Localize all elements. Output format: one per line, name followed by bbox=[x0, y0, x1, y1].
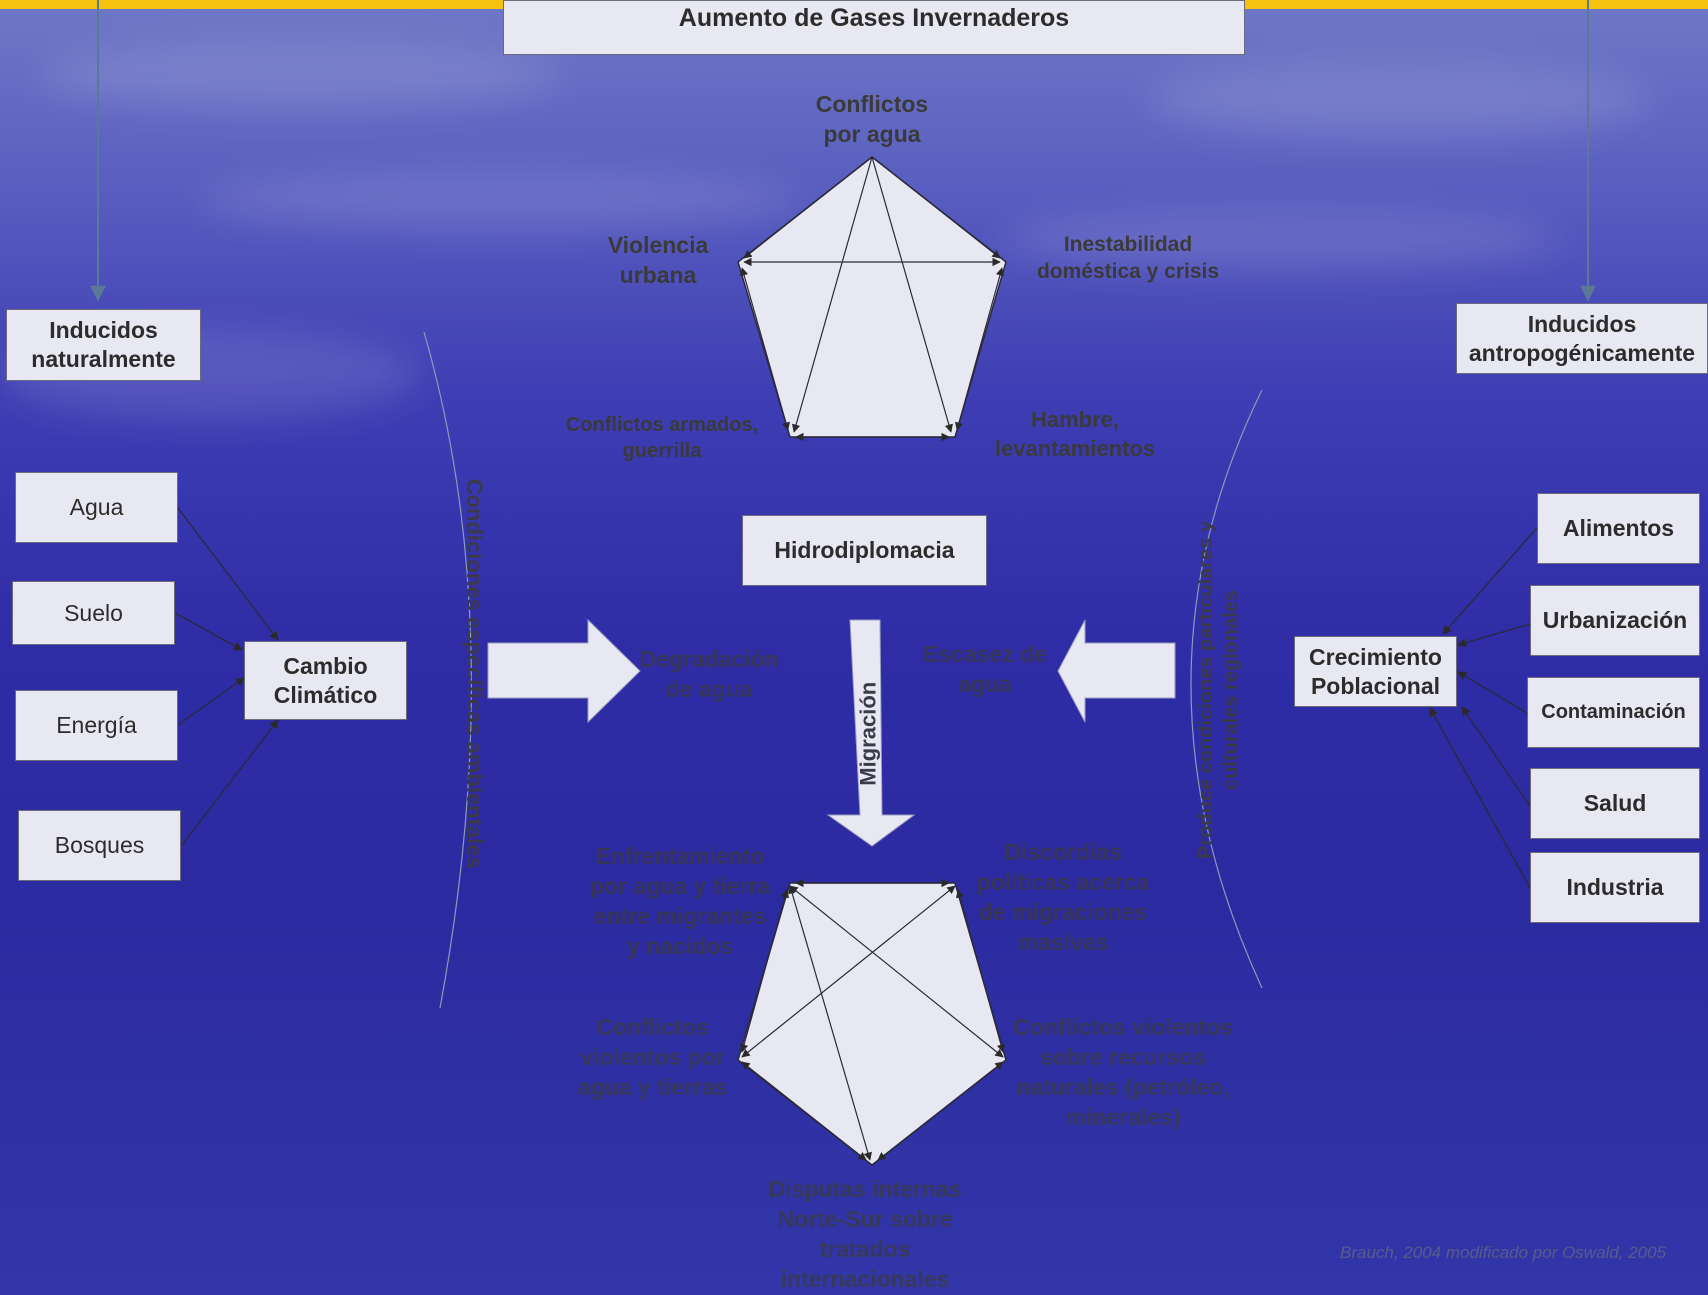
industria-box: Industria bbox=[1530, 852, 1700, 923]
violent-water-conflicts-label: Conflictos violentos por agua y tierras bbox=[577, 1014, 728, 1100]
bosques-box: Bosques bbox=[18, 810, 181, 881]
regional-conditions-label: Produce condiciones particulares y cultu… bbox=[1195, 521, 1242, 859]
north-south-disputes-label: Disputas internas Norte-Sur sobre tratad… bbox=[768, 1176, 962, 1292]
population-growth-box: Crecimiento Poblacional bbox=[1294, 636, 1457, 707]
political-discord-label: Discordias políticas acerca de migracion… bbox=[976, 839, 1150, 955]
agua-box: Agua bbox=[15, 472, 178, 543]
contaminacion-box: Contaminación bbox=[1527, 677, 1700, 748]
anthropogenic-box: Inducidos antropogénicamente bbox=[1456, 303, 1708, 374]
urban-violence-label: Violencia urbana bbox=[607, 232, 709, 288]
hydrodiplomacy-box: Hidrodiplomacia bbox=[742, 515, 987, 586]
suelo-box: Suelo bbox=[12, 581, 175, 645]
migrant-confrontation-label: Enfrentamiento por agua y tierra entre m… bbox=[589, 843, 771, 959]
sky-streak bbox=[200, 170, 800, 230]
urbanizacion-box: Urbanización bbox=[1530, 585, 1700, 656]
sky-streak bbox=[1150, 60, 1650, 140]
alimentos-box: Alimentos bbox=[1537, 493, 1700, 564]
armed-conflicts-label: Conflictos armados, guerrilla bbox=[565, 414, 759, 462]
water-degradation-label: Degradación de agua bbox=[639, 646, 779, 702]
sky-streak bbox=[1000, 210, 1560, 270]
salud-box: Salud bbox=[1530, 768, 1700, 839]
title-box: Aumento de Gases Invernaderos bbox=[503, 0, 1245, 55]
source-credit: Brauch, 2004 modificado por Oswald, 2005 bbox=[1340, 1243, 1667, 1262]
water-scarcity-label: Escasez de agua bbox=[922, 641, 1048, 697]
natural-resource-conflicts-label: Conflictos violentos sobre recursos natu… bbox=[1013, 1014, 1233, 1130]
migration-label: Migración bbox=[855, 681, 881, 786]
energia-box: Energía bbox=[15, 690, 178, 761]
environmental-conditions-label: Condiciones específicas ambientales bbox=[461, 478, 487, 869]
hunger-uprisings-label: Hambre, levantamientos bbox=[994, 407, 1156, 461]
water-conflicts-label: Conflictos por agua bbox=[815, 91, 929, 147]
climate-change-box: Cambio Climático bbox=[244, 641, 407, 720]
domestic-instability-label: Inestabilidad doméstica y crisis bbox=[1036, 233, 1220, 284]
sky-streak bbox=[40, 40, 560, 110]
naturally-induced-box: Inducidos naturalmente bbox=[6, 309, 201, 381]
